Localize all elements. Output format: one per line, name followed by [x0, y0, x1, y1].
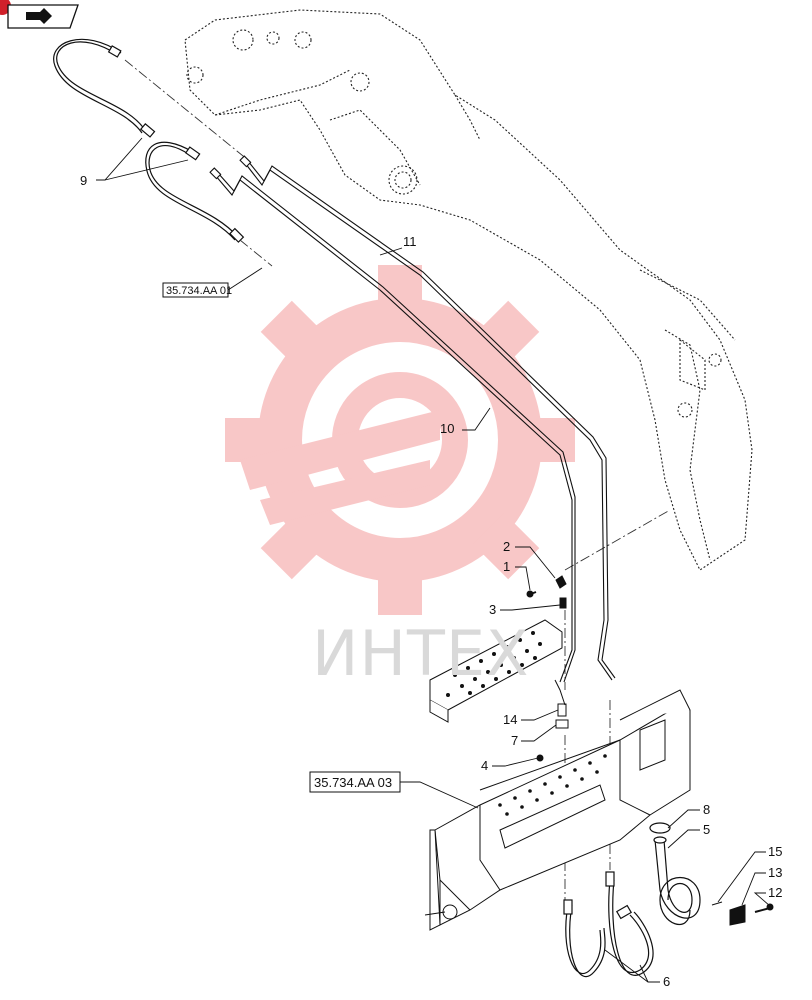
reference-box-bottom[interactable]: 35.734.AA 03: [309, 771, 401, 793]
callout-14: 14: [503, 712, 517, 727]
callout-11: 11: [403, 234, 417, 249]
fitting-parts: [526, 575, 774, 926]
leader-lines: [96, 137, 771, 983]
step-plate: [429, 619, 563, 723]
callout-13: 13: [768, 865, 782, 880]
callout-4: 4: [481, 758, 488, 773]
reference-box-top[interactable]: 35.734.AA 01: [162, 282, 232, 298]
callout-1: 1: [503, 559, 510, 574]
callout-15: 15: [768, 844, 782, 859]
callout-labels: 9 11 10 2 1 3 14 7 4 8 5 15 13 12 6: [80, 173, 782, 989]
callout-5: 5: [703, 822, 710, 837]
callout-10: 10: [440, 421, 454, 436]
callout-7: 7: [511, 733, 518, 748]
callout-8: 8: [703, 802, 710, 817]
callout-6: 6: [663, 974, 670, 989]
watermark-text: ИНТЕХ: [312, 617, 530, 690]
loader-boom-outline: [184, 9, 753, 571]
hose-assembly-6: [563, 871, 654, 978]
callout-12: 12: [768, 885, 782, 900]
reference-label-top: 35.734.AA 01: [166, 285, 232, 297]
callout-2: 2: [503, 539, 510, 554]
watermark-logo: [225, 265, 575, 615]
callout-9: 9: [80, 173, 87, 188]
coupler-frame: [424, 689, 691, 931]
hydraulic-tubes: [209, 155, 616, 683]
hose-assembly-9: [53, 38, 245, 243]
hose-5: [649, 822, 701, 926]
reference-label-bottom: 35.734.AA 03: [314, 775, 392, 790]
callout-3: 3: [489, 602, 496, 617]
navigation-arrow-icon[interactable]: [0, 0, 79, 29]
